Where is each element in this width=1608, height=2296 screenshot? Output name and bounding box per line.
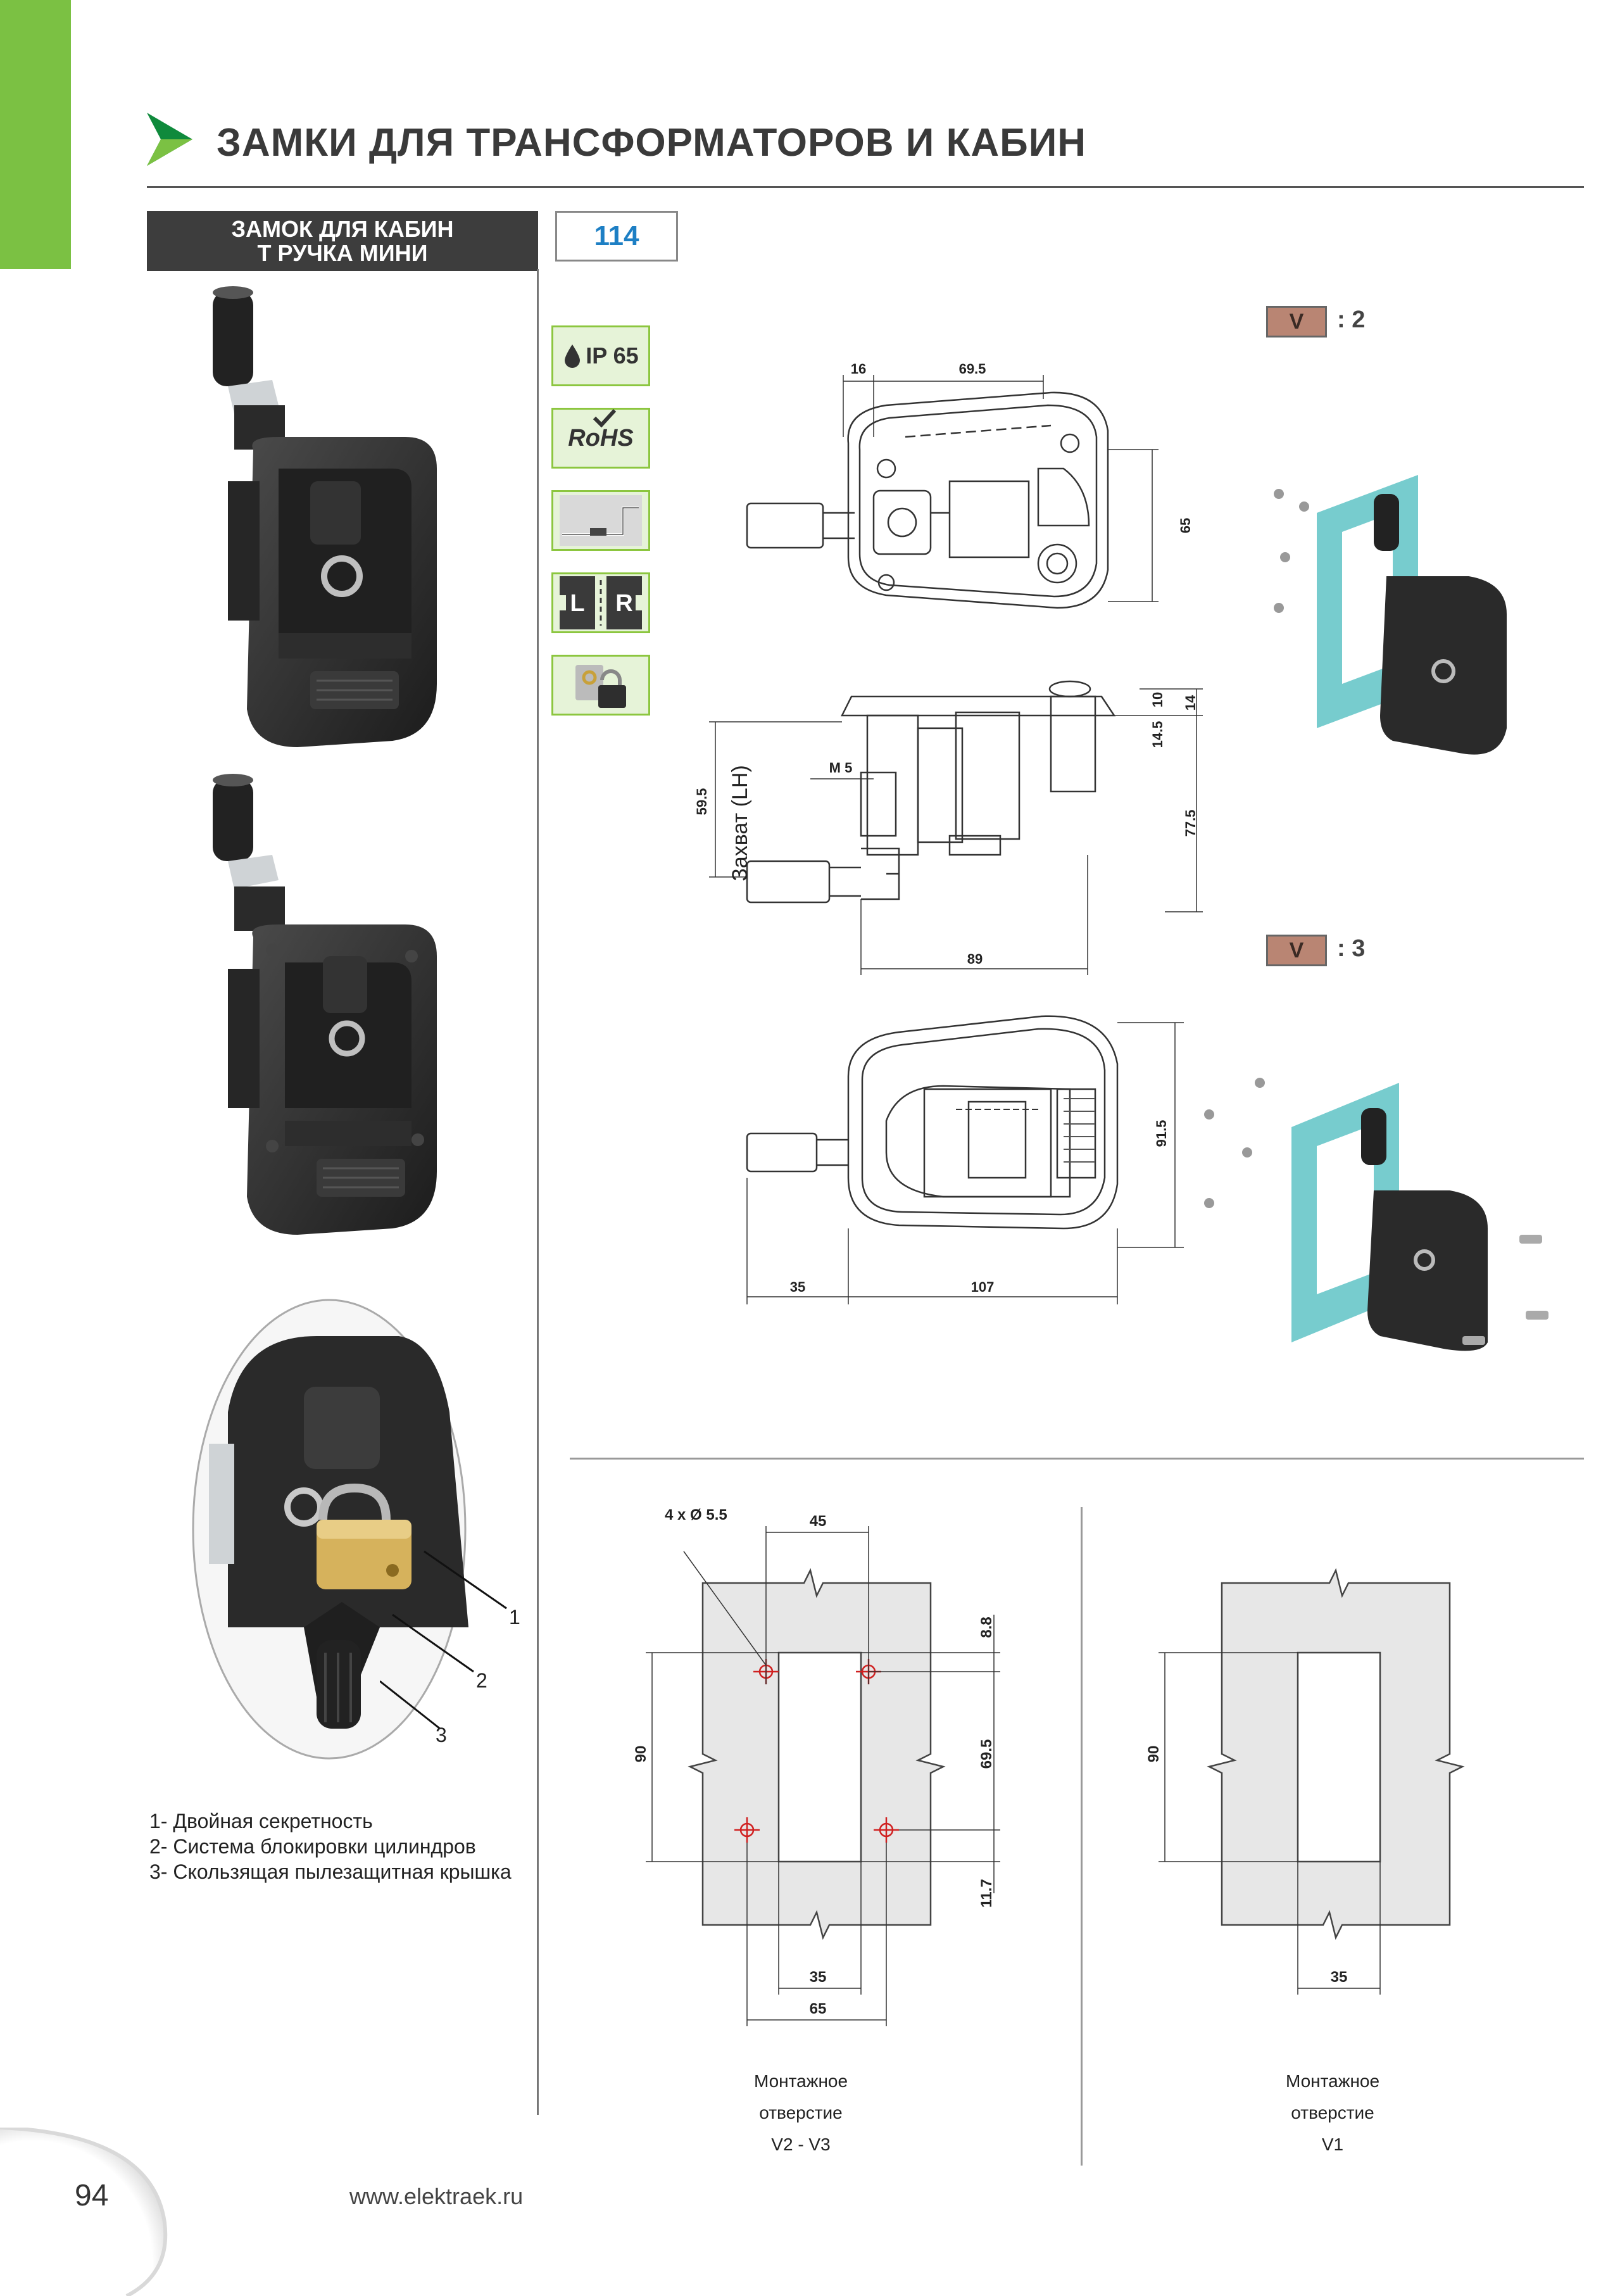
dim-69-5-top: 69.5 bbox=[959, 361, 986, 377]
dim-m5: M 5 bbox=[829, 760, 853, 776]
dim-14: 14 bbox=[1183, 695, 1198, 710]
dim-10: 10 bbox=[1150, 692, 1165, 707]
caption-v1-line1: Монтажное bbox=[1285, 2071, 1380, 2091]
view-scale-1: : 2 bbox=[1337, 306, 1366, 333]
page-title: ЗАМКИ ДЛЯ ТРАНСФОРМАТОРОВ И КАБИН bbox=[217, 121, 1087, 165]
feature-panel-mount bbox=[551, 490, 650, 551]
product-code: 114 bbox=[594, 220, 639, 251]
title-divider bbox=[147, 186, 1584, 188]
dim-107: 107 bbox=[971, 1279, 995, 1295]
callout-1: 1 bbox=[509, 1606, 520, 1629]
website-link[interactable]: www.elektraek.ru bbox=[349, 2183, 524, 2209]
left-label: L bbox=[570, 590, 584, 617]
caption-v2v3-line3: V2 - V3 bbox=[771, 2135, 831, 2154]
product-code-box: 114 bbox=[555, 211, 678, 262]
dim-16: 16 bbox=[851, 361, 866, 377]
legend-item-1: 1- Двойная секретность bbox=[149, 1810, 373, 1832]
feature-ip65: IP 65 bbox=[551, 325, 650, 386]
callout-3: 3 bbox=[436, 1724, 447, 1746]
green-side-tab bbox=[0, 0, 71, 269]
caption-v1: Монтажное отверстие V1 bbox=[1219, 2066, 1447, 2160]
page-number: 94 bbox=[75, 2179, 109, 2212]
feature-left-right: L R bbox=[551, 572, 650, 633]
caption-v2v3: Монтажное отверстие V2 - V3 bbox=[687, 2066, 915, 2160]
dim-11-7: 11.7 bbox=[978, 1879, 995, 1907]
exploded-view-v2 bbox=[1274, 475, 1507, 755]
padlock-detail-photo bbox=[192, 1299, 468, 1760]
view-badge-2: V bbox=[1266, 935, 1327, 966]
callout-leaders bbox=[380, 1550, 507, 1730]
product-photo-open bbox=[213, 774, 437, 1235]
section-divider bbox=[570, 1458, 1584, 1460]
column-divider bbox=[537, 269, 539, 2115]
dim-65-top: 65 bbox=[1178, 518, 1193, 533]
dim-45: 45 bbox=[810, 1513, 827, 1530]
dim-59-5: 59.5 bbox=[696, 788, 710, 816]
feature-rohs-label: RoHS bbox=[568, 424, 634, 451]
technical-drawings: 16 69.5 65 59.5 Захват (LH) M 5 14.5 10 … bbox=[696, 361, 1203, 1304]
cutout-divider bbox=[1081, 1507, 1083, 2166]
legend-item-3: 3- Скользящая пылезащитная крышка bbox=[149, 1860, 512, 1883]
capture-label: Захват (LH) bbox=[728, 765, 752, 881]
dim-89: 89 bbox=[967, 951, 983, 967]
left-right-hand-icon: L R bbox=[560, 576, 642, 629]
product-photo-closed bbox=[213, 286, 437, 747]
dim-69-5-cutout: 69.5 bbox=[978, 1739, 995, 1769]
caption-v2v3-line2: отверстие bbox=[759, 2103, 843, 2123]
page-corner-curl bbox=[0, 2128, 168, 2296]
dim-90-v1: 90 bbox=[1145, 1746, 1162, 1763]
product-name-line1: ЗАМОК ДЛЯ КАБИН bbox=[231, 215, 454, 242]
product-name-box: ЗАМОК ДЛЯ КАБИН Т РУЧКА МИНИ bbox=[147, 211, 538, 271]
callout-2: 2 bbox=[476, 1669, 487, 1692]
dim-35-front: 35 bbox=[790, 1279, 805, 1295]
dim-90-v2: 90 bbox=[632, 1746, 650, 1763]
cutout-drawing-v1: 90 35 bbox=[1145, 1568, 1465, 1995]
green-triangle-arrow-icon bbox=[147, 113, 192, 166]
dim-35-v2: 35 bbox=[810, 1969, 827, 1986]
legend-item-2: 2- Система блокировки цилиндров bbox=[149, 1835, 476, 1858]
dim-65-cutout: 65 bbox=[810, 2000, 827, 2017]
caption-v1-line3: V1 bbox=[1321, 2135, 1344, 2154]
dim-8-8: 8.8 bbox=[978, 1617, 995, 1637]
panel-mount-icon bbox=[560, 495, 642, 546]
caption-v2v3-line1: Монтажное bbox=[753, 2071, 848, 2091]
dim-77-5: 77.5 bbox=[1183, 810, 1198, 837]
dim-91-5: 91.5 bbox=[1153, 1120, 1169, 1147]
view-scale-2: : 3 bbox=[1337, 935, 1366, 962]
caption-v1-line2: отверстие bbox=[1291, 2103, 1374, 2123]
exploded-view-v3 bbox=[1204, 1078, 1548, 1351]
product-name-line2: Т РУЧКА МИНИ bbox=[257, 239, 428, 266]
dim-35-v1: 35 bbox=[1331, 1969, 1348, 1986]
feature-rohs: RoHS bbox=[551, 408, 650, 469]
dim-holes: 4 x Ø 5.5 bbox=[665, 1506, 727, 1523]
padlock-icon bbox=[575, 665, 626, 708]
cutout-drawing-v2v3: 4 x Ø 5.5 45 8.8 90 69.5 11.7 35 65 bbox=[632, 1506, 1000, 2026]
view-badge-1: V bbox=[1266, 306, 1327, 337]
feature-ip65-label: IP 65 bbox=[586, 343, 639, 369]
right-label: R bbox=[615, 590, 632, 617]
feature-padlock bbox=[551, 655, 650, 716]
water-drop-icon bbox=[565, 344, 581, 368]
rohs-check-icon bbox=[593, 408, 617, 427]
dim-14-5: 14.5 bbox=[1150, 721, 1165, 748]
